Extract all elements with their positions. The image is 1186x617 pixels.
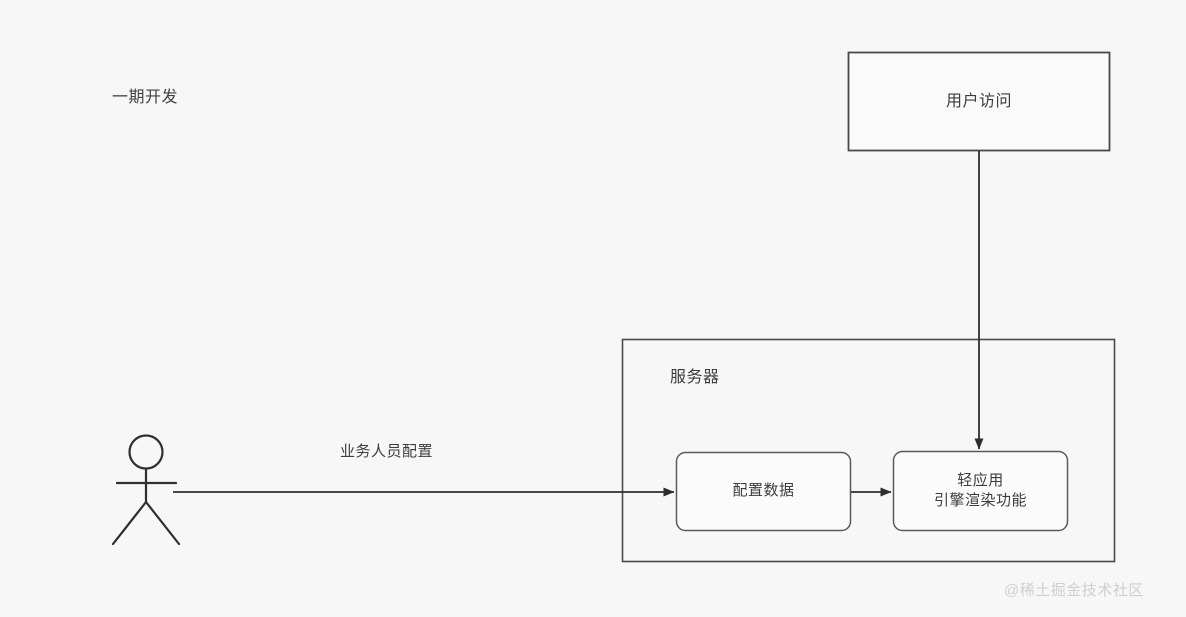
edge-actor-to-config-label: 业务人员配置: [340, 443, 434, 460]
phase-label: 一期开发: [112, 89, 179, 106]
node-render-engine-label: 轻应用 引擎渲染功能: [893, 451, 1068, 531]
node-render-engine-label-line1: 轻应用: [957, 471, 1004, 489]
actor-head-icon: [128, 434, 164, 470]
watermark-text: @稀土掘金技术社区: [1004, 582, 1144, 599]
node-render-engine-box[interactable]: [892, 450, 1069, 532]
node-user-access-label: 用户访问: [945, 92, 1012, 110]
node-user-access-box[interactable]: [847, 51, 1111, 152]
node-config-data-label: 配置数据: [732, 482, 795, 500]
node-server-box[interactable]: [621, 338, 1116, 563]
actor-leg-left-line: [111, 500, 148, 546]
actor-leg-right-line: [144, 500, 181, 546]
node-render-engine-label-line2: 引擎渲染功能: [933, 492, 1027, 509]
actor-stick-figure[interactable]: [111, 434, 181, 546]
node-config-data-box[interactable]: [675, 451, 852, 532]
node-server-label: 服务器: [670, 369, 720, 386]
